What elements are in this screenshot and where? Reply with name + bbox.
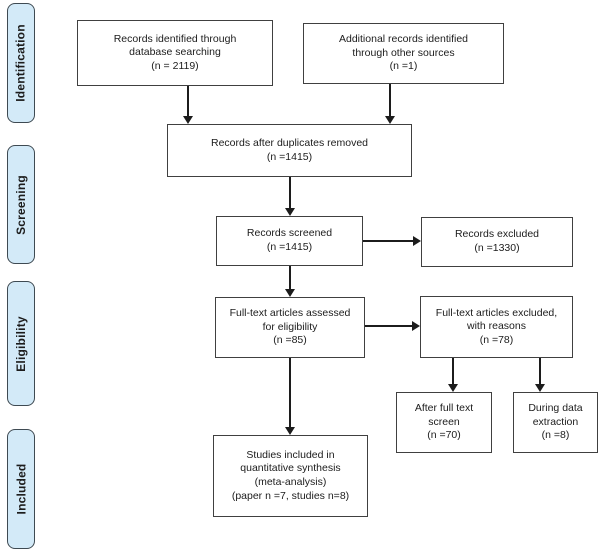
arrow-ftexcluded-to-dataextraction	[539, 358, 541, 384]
stage-label-included: Included	[7, 429, 35, 549]
stage-label-screening: Screening	[7, 145, 35, 264]
box-after-fulltext-screen: After full text screen (n =70)	[396, 392, 492, 453]
arrowhead-fulltext-to-ftexcluded	[412, 321, 420, 331]
arrowhead-ftexcluded-to-dataextraction	[535, 384, 545, 392]
box-fulltext-assessed: Full-text articles assessed for eligibil…	[215, 297, 365, 358]
box-additional-records: Additional records identified through ot…	[303, 23, 504, 84]
arrow-ftexcluded-to-afterscreen	[452, 358, 454, 384]
stage-label-text: Screening	[14, 174, 29, 235]
arrowhead-identified-to-duplicates	[182, 116, 193, 124]
arrow-additional-to-duplicates	[389, 84, 391, 116]
box-records-identified: Records identified through database sear…	[77, 20, 273, 86]
box-duplicates-removed: Records after duplicates removed (n =141…	[167, 124, 412, 177]
stage-label-text: Included	[14, 463, 28, 515]
stage-label-text: Identification	[14, 24, 28, 102]
box-records-screened: Records screened (n =1415)	[216, 216, 363, 266]
arrow-identified-to-duplicates	[186, 86, 189, 116]
box-during-data-extraction: During data extraction (n =8)	[513, 392, 598, 453]
arrow-screened-to-excluded	[363, 240, 413, 242]
arrowhead-additional-to-duplicates	[385, 116, 395, 124]
arrowhead-screened-to-excluded	[413, 236, 421, 246]
stage-label-eligibility: Eligibility	[7, 281, 35, 406]
box-quantitative-synthesis: Studies included in quantitative synthes…	[213, 435, 368, 517]
box-fulltext-excluded: Full-text articles excluded, with reason…	[420, 296, 573, 358]
arrowhead-fulltext-to-synthesis	[285, 427, 295, 435]
arrowhead-screened-to-fulltext	[285, 289, 295, 297]
stage-label-identification: Identification	[7, 3, 35, 123]
arrowhead-duplicates-to-screened	[285, 208, 295, 216]
arrow-fulltext-to-synthesis	[289, 358, 291, 427]
arrow-screened-to-fulltext	[289, 266, 291, 289]
arrowhead-ftexcluded-to-afterscreen	[448, 384, 458, 392]
arrow-duplicates-to-screened	[289, 177, 291, 208]
arrow-fulltext-to-ftexcluded	[365, 325, 412, 327]
stage-label-text: Eligibility	[14, 315, 29, 372]
box-records-excluded: Records excluded (n =1330)	[421, 217, 573, 267]
